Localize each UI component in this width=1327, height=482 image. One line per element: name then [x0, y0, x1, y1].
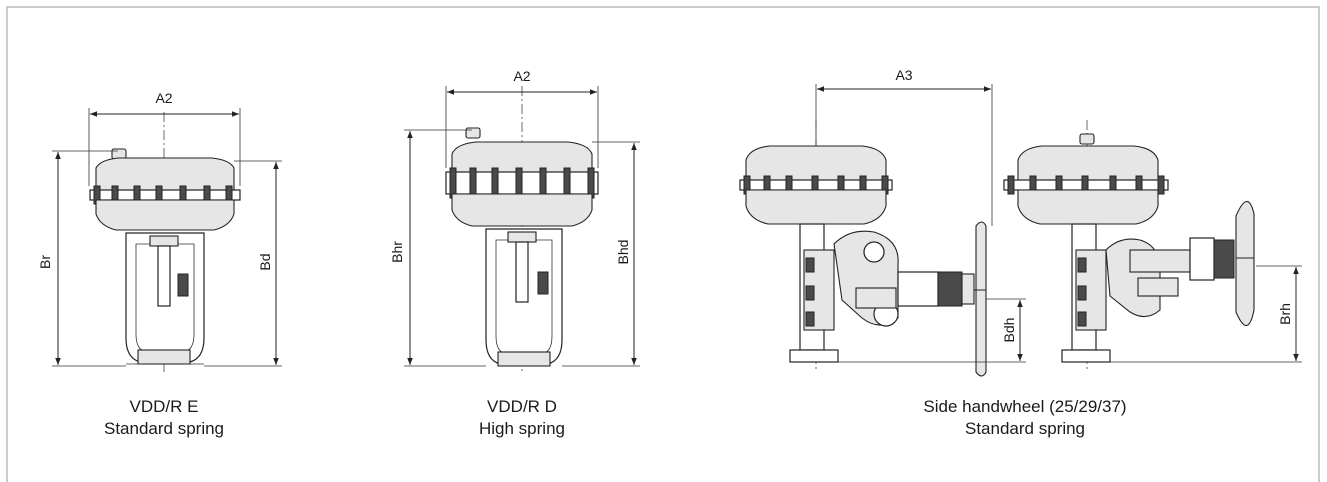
dim-label-a2-d: A2 — [513, 68, 530, 84]
caption-hw-line1: Side handwheel (25/29/37) — [923, 397, 1126, 416]
dim-label-bhr: Bhr — [389, 241, 405, 263]
actuator-standard-spring: A2 Br Bd — [37, 90, 282, 372]
actuator-side-handwheel-left: A3 Bdh — [739, 67, 1026, 377]
dim-label-bd: Bd — [257, 253, 273, 270]
caption-d-line2: High spring — [479, 419, 565, 438]
dim-label-a2-e: A2 — [155, 90, 172, 106]
dim-label-bhd: Bhd — [615, 240, 631, 265]
figure-border — [6, 6, 1320, 482]
dim-label-bdh: Bdh — [1001, 318, 1017, 343]
dim-label-brh: Brh — [1277, 303, 1293, 325]
caption-e-line1: VDD/R E — [130, 397, 199, 416]
dim-label-br: Br — [37, 255, 53, 269]
caption-d-line1: VDD/R D — [487, 397, 557, 416]
actuator-high-spring: A2 Bhr Bhd — [389, 68, 640, 372]
caption-e-line2: Standard spring — [104, 419, 224, 438]
dim-label-a3: A3 — [895, 67, 912, 83]
caption-hw-line2: Standard spring — [965, 419, 1085, 438]
actuator-side-handwheel-right: Brh — [1003, 120, 1302, 372]
